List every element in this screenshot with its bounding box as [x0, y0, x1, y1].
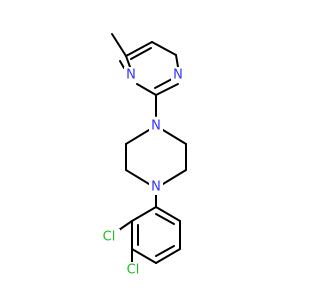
chlorine-top-label: Cl — [103, 230, 116, 245]
atom-labels: N N N N Cl Cl — [100, 67, 185, 278]
pyrimidine-bond — [151, 41, 177, 56]
pyrimidine-double-bond — [130, 47, 152, 60]
pyrimidine-bond — [125, 41, 153, 57]
pyrimidine-bond — [175, 54, 179, 68]
pyrimidine-double-bond — [154, 78, 173, 89]
chlorine-bottom-label: Cl — [127, 263, 140, 278]
pyrimidine-nitrogen-left: N — [126, 68, 136, 83]
methyl-bond — [111, 33, 127, 57]
phenyl-bond — [155, 206, 181, 222]
pyrimidine-bond — [125, 55, 131, 68]
piperazine-bond — [162, 129, 187, 145]
pyrimidine-bond — [155, 83, 179, 96]
piperazine-bond — [125, 129, 150, 145]
phenyl-double-bond — [155, 213, 175, 225]
phenyl-bond — [131, 206, 157, 222]
piperazine-nitrogen-bottom: N — [151, 180, 161, 195]
piperazine-nitrogen-top: N — [151, 119, 161, 134]
piperazine-bond — [125, 169, 150, 185]
phenyl-bond — [131, 248, 157, 264]
phenyl-double-bond — [155, 245, 175, 257]
bond-lines — [111, 33, 187, 264]
pyrimidine-nitrogen-top: N — [173, 68, 183, 83]
pyrimidine-double-bond — [119, 60, 125, 69]
piperazine-bond — [162, 169, 187, 185]
molecule-structure-diagram: N N N N Cl Cl — [100, 33, 187, 278]
phenyl-bond — [155, 248, 181, 264]
pyrimidine-bond — [136, 83, 157, 96]
